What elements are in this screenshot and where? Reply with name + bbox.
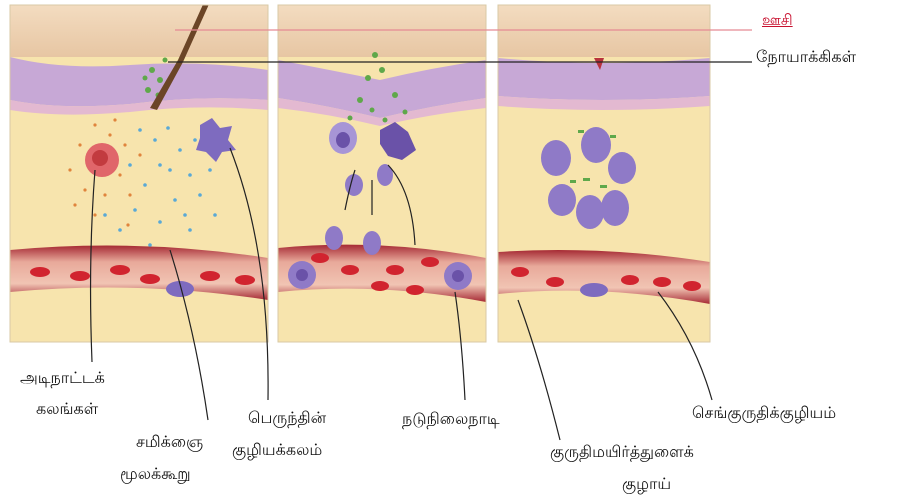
label-macrophage-line2: குழியக்கலம் [232, 438, 322, 462]
label-neutrophil: நடுநிலைநாடி [402, 407, 500, 431]
label-capillary-line2: குழாய் [622, 472, 671, 496]
panel-injury [10, 0, 268, 342]
panel-response [278, 5, 486, 342]
label-capillary-line1: குருதிமயிர்த்துளைக் [550, 440, 694, 464]
label-signal-line2: மூலக்கூறு [120, 462, 191, 486]
label-needle: ஊசி [762, 8, 793, 32]
label-mast-cells-line1: அடிநாட்டக் [20, 366, 105, 390]
label-pathogens: நோயாக்கிகள் [756, 45, 856, 69]
label-signal-line1: சமிக்ஞை [136, 430, 203, 454]
label-mast-cells-line2: கலங்கள் [36, 397, 98, 421]
panel-resolution [498, 5, 710, 342]
label-rbc: செங்குருதிக்குழியம் [692, 401, 836, 425]
label-macrophage-line1: பெருந்தின் [248, 406, 326, 430]
